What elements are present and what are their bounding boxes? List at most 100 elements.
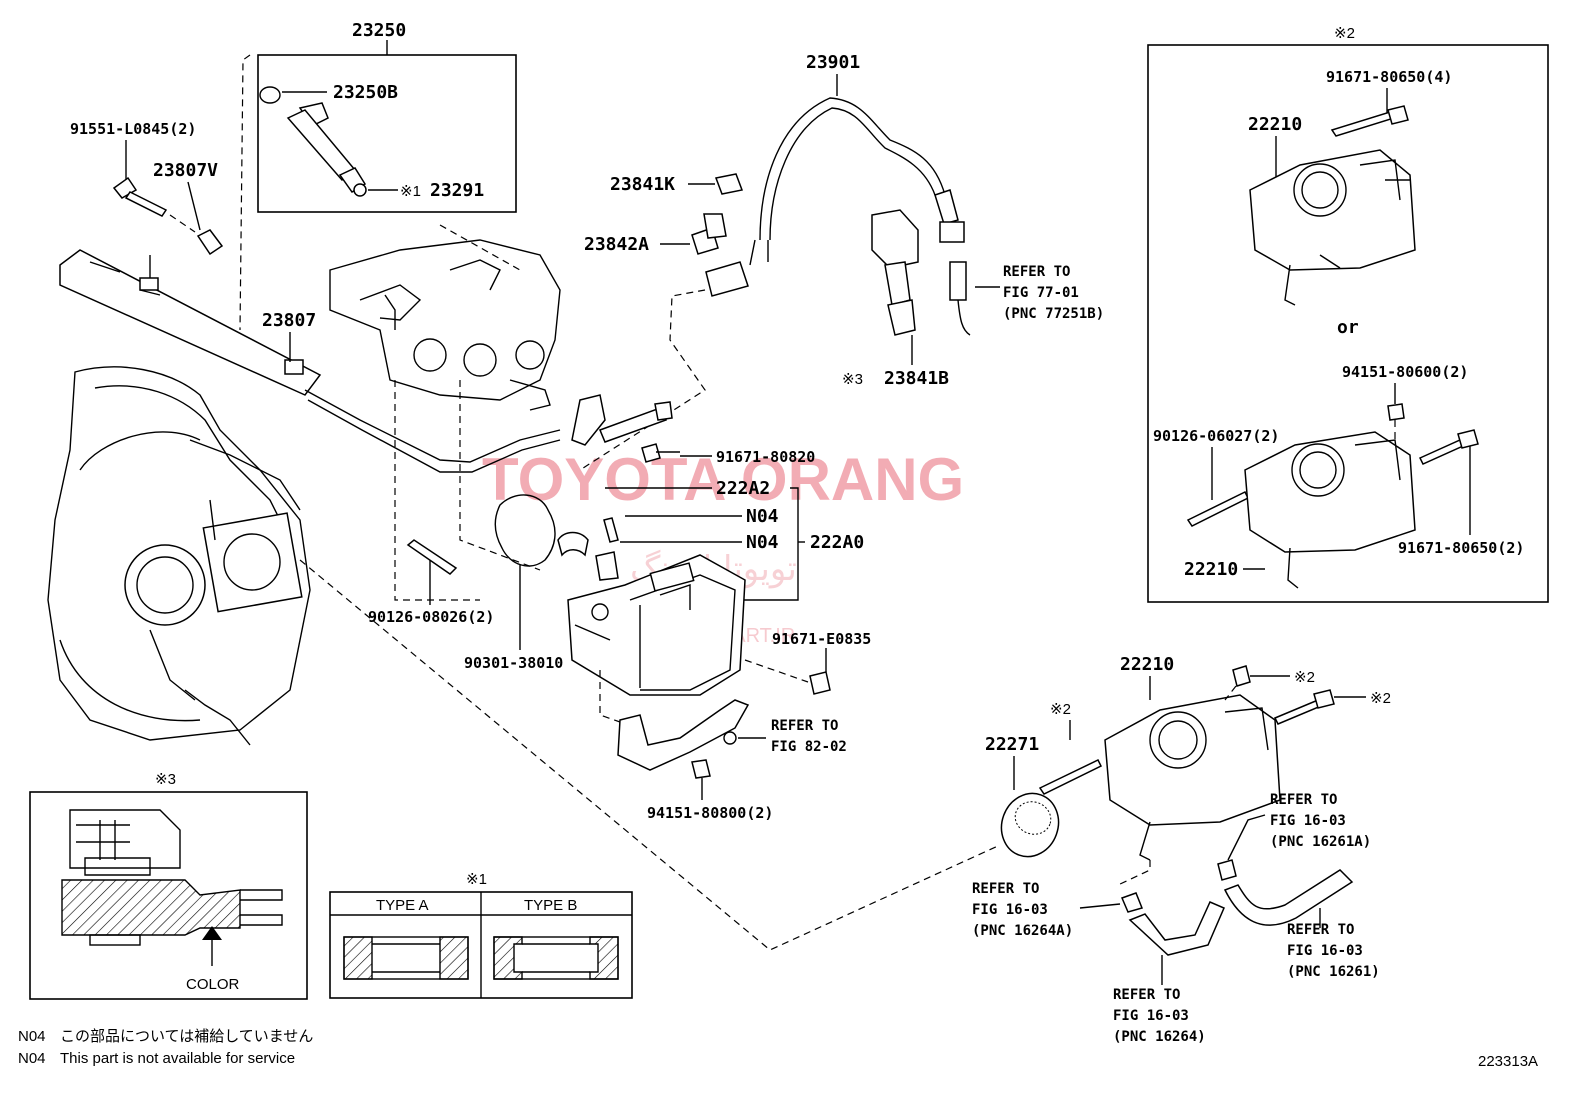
stud-22210-c[interactable] <box>1038 759 1103 795</box>
clamp-23842a[interactable] <box>691 213 727 255</box>
note-1-text: この部品については補給していません <box>60 1028 313 1045</box>
throttle-body-22210-b[interactable] <box>1244 431 1416 589</box>
clip-23841k[interactable] <box>714 173 744 195</box>
bracket-82-02 <box>617 699 750 771</box>
label-23901[interactable]: 23901 <box>806 52 860 73</box>
label-22210-c[interactable]: 22210 <box>1120 654 1174 675</box>
stud-90126-08026[interactable] <box>406 539 458 575</box>
nut-94151-80600[interactable] <box>1387 403 1405 421</box>
connector-23841b[interactable] <box>871 209 971 336</box>
bolt-91551[interactable] <box>112 176 168 217</box>
ref-16b-3[interactable]: (PNC 16264A) <box>972 923 1073 939</box>
hose-16261[interactable] <box>1223 869 1354 926</box>
ref-16c-2[interactable]: FIG 16-03 <box>1287 943 1363 959</box>
type-a-shape <box>343 936 469 980</box>
label-90126-06027[interactable]: 90126-06027(2) <box>1153 427 1279 445</box>
cylinder-head <box>329 239 561 411</box>
label-90301[interactable]: 90301-38010 <box>464 654 563 672</box>
throttle-body-22210-a[interactable] <box>1249 149 1416 306</box>
color-label: COLOR <box>186 976 240 993</box>
alt-throttle-box <box>1147 44 1549 603</box>
mark2-c: ※2 <box>1370 690 1391 707</box>
label-23842a[interactable]: 23842A <box>584 234 649 255</box>
type-b-shape <box>493 936 619 980</box>
hose-16264[interactable] <box>1128 901 1225 956</box>
mark3-a: ※3 <box>842 371 863 388</box>
nut-94151-80800[interactable] <box>691 759 711 779</box>
ref-16b-1[interactable]: REFER TO <box>972 881 1039 897</box>
label-91551[interactable]: 91551-L0845(2) <box>70 120 196 138</box>
bolt-91671-80650-b[interactable] <box>1418 439 1465 465</box>
ref-16b-2[interactable]: FIG 16-03 <box>972 902 1048 918</box>
label-22210-a[interactable]: 22210 <box>1248 114 1302 135</box>
label-23841k[interactable]: 23841K <box>610 174 675 195</box>
gasket-22271[interactable] <box>993 785 1068 864</box>
ref-16d-2[interactable]: FIG 16-03 <box>1113 1008 1189 1024</box>
mark3-box: ※3 <box>155 771 176 788</box>
hose-end <box>705 261 749 297</box>
ref-16c-3[interactable]: (PNC 16261) <box>1287 964 1380 980</box>
ref-16d-1[interactable]: REFER TO <box>1113 987 1180 1003</box>
intake-manifold <box>47 366 311 746</box>
label-23807v[interactable]: 23807V <box>153 160 218 181</box>
bolt-91671-80650-top[interactable] <box>1330 111 1396 137</box>
label-22271[interactable]: 22271 <box>985 734 1039 755</box>
ref-77-1[interactable]: REFER TO <box>1003 264 1070 280</box>
note-2-code: N04 <box>18 1050 46 1067</box>
label-94151-80600[interactable]: 94151-80600(2) <box>1342 363 1468 381</box>
mark2-b: ※2 <box>1294 669 1315 686</box>
or-text: or <box>1337 317 1359 338</box>
pin-n04[interactable] <box>603 517 619 543</box>
nut-22210-c[interactable] <box>1232 665 1251 687</box>
ref-77-3[interactable]: (PNC 77251B) <box>1003 306 1104 322</box>
label-90126-08026[interactable]: 90126-08026(2) <box>368 608 494 626</box>
label-n04-a[interactable]: N04 <box>746 506 779 527</box>
insulator-23807v[interactable] <box>196 229 224 256</box>
retainer-222a2[interactable] <box>557 531 589 557</box>
ref-82-2[interactable]: FIG 82-02 <box>771 739 847 755</box>
label-23250[interactable]: 23250 <box>352 20 406 41</box>
connector-color-box <box>29 791 308 1000</box>
bolt-91671-e0835[interactable] <box>809 671 831 695</box>
label-91671-80650-2[interactable]: 91671-80650(2) <box>1398 539 1524 557</box>
type-a-label: TYPE A <box>376 897 429 914</box>
label-91671-e0835[interactable]: 91671-E0835 <box>772 630 871 648</box>
ref-77-2[interactable]: FIG 77-01 <box>1003 285 1079 301</box>
bolt-91671-80820[interactable] <box>641 443 661 463</box>
stud-90126-06027[interactable] <box>1186 490 1250 527</box>
label-222a0[interactable]: 222A0 <box>810 532 864 553</box>
label-91671-80650-4[interactable]: 91671-80650(4) <box>1326 68 1452 86</box>
connector-color-illustration <box>61 809 283 946</box>
gasket-90301[interactable] <box>494 494 556 567</box>
label-23291[interactable]: 23291 <box>430 180 484 201</box>
label-22210-b[interactable]: 22210 <box>1184 559 1238 580</box>
mark1-box: ※1 <box>466 871 487 888</box>
ref-16a-1[interactable]: REFER TO <box>1270 792 1337 808</box>
o-ring-23250b[interactable] <box>259 86 281 104</box>
ref-16a-2[interactable]: FIG 16-03 <box>1270 813 1346 829</box>
mark2-top: ※2 <box>1334 25 1355 42</box>
ref-16c-1[interactable]: REFER TO <box>1287 922 1354 938</box>
ref-16d-3[interactable]: (PNC 16264) <box>1113 1029 1206 1045</box>
clip-16261a[interactable] <box>1217 859 1237 881</box>
label-94151-80800[interactable]: 94151-80800(2) <box>647 804 773 822</box>
motor-n04[interactable] <box>595 551 619 581</box>
ref-16a-3[interactable]: (PNC 16261A) <box>1270 834 1371 850</box>
fuel-rail-23807[interactable] <box>59 249 561 473</box>
label-23250b[interactable]: 23250B <box>333 82 398 103</box>
label-23807[interactable]: 23807 <box>262 310 316 331</box>
label-23841b[interactable]: 23841B <box>884 368 949 389</box>
diagram-id: 223313A <box>1478 1053 1538 1070</box>
fuel-injector[interactable] <box>286 102 367 197</box>
mark2-d: ※2 <box>1050 701 1071 718</box>
label-222a2[interactable]: 222A2 <box>716 478 770 499</box>
wire-harness-23901[interactable] <box>749 97 965 266</box>
label-n04-b[interactable]: N04 <box>746 532 779 553</box>
throttle-body-center[interactable] <box>567 554 746 696</box>
clip-16264a[interactable] <box>1120 892 1144 913</box>
ref-82-1[interactable]: REFER TO <box>771 718 838 734</box>
label-91671-80820[interactable]: 91671-80820 <box>716 448 815 466</box>
watermark-text: TOYOTA ORANG <box>482 446 964 513</box>
throttle-body-22210-c[interactable] <box>1104 694 1281 861</box>
bolt-22210-c[interactable] <box>1273 699 1323 725</box>
